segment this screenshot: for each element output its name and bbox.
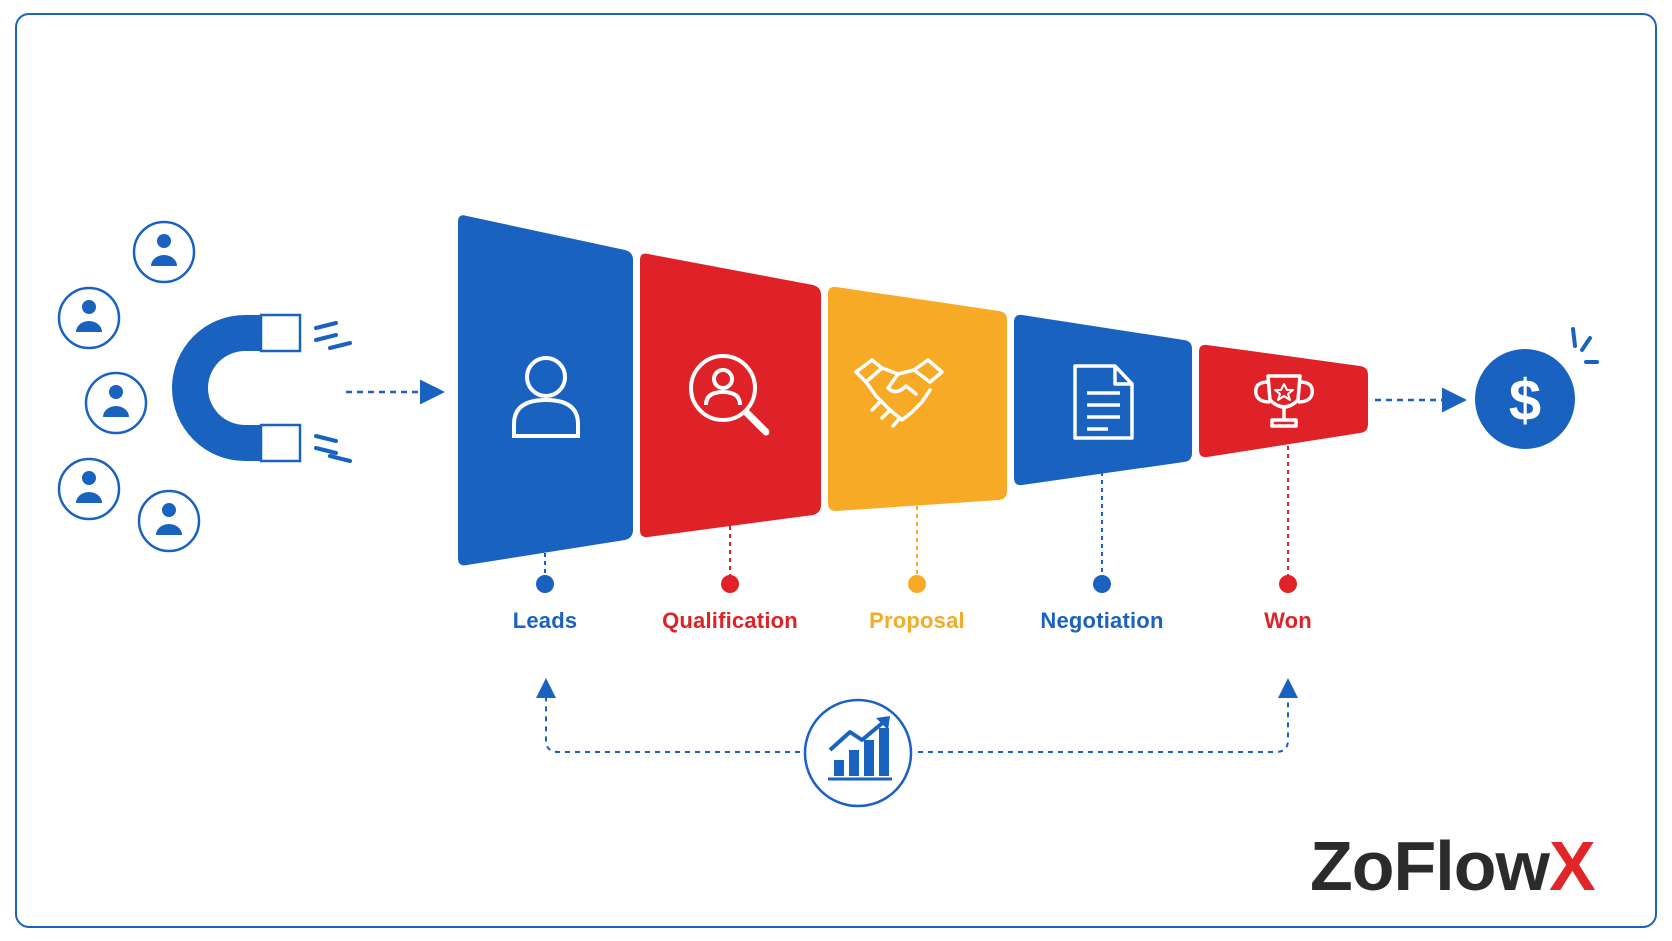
stage-connector [544, 446, 1289, 580]
prospect-person-icon [132, 220, 196, 284]
stage-label-negotiation: Negotiation [1040, 608, 1164, 633]
handshake-icon [854, 358, 944, 428]
feedback-loop-left [536, 678, 800, 753]
prospect-person-icon [57, 457, 121, 521]
stage-dot [721, 575, 739, 593]
stage-dot [536, 575, 554, 593]
funnel-stage-qualification [640, 253, 821, 538]
stage-dot [1279, 575, 1297, 593]
prospect-person-icon [57, 286, 121, 350]
logo-accent: X [1548, 827, 1596, 905]
stage-dot [1093, 575, 1111, 593]
prospect-person-icon [137, 489, 201, 553]
document-icon [1073, 364, 1134, 440]
magnet-icon [172, 313, 352, 463]
prospect-person-icon [84, 371, 148, 435]
funnel-stage-leads [458, 215, 633, 566]
user-search-icon [689, 354, 770, 436]
funnel-stage-won [1199, 344, 1368, 458]
dollar-icon: $ [1475, 327, 1599, 449]
feedback-loop-right [918, 678, 1298, 753]
stage-label-qualification: Qualification [662, 608, 798, 633]
stage-dot [908, 575, 926, 593]
stage-label-leads: Leads [512, 608, 578, 633]
brand-logo: ZoFlowX [1310, 826, 1596, 906]
funnel-stage-negotiation [1014, 314, 1192, 486]
growth-chart-icon [803, 698, 913, 808]
funnel-stage-proposal [828, 286, 1007, 511]
logo-text: ZoFlow [1310, 827, 1550, 905]
stage-label-won: Won [1264, 608, 1312, 633]
stage-label-proposal: Proposal [869, 608, 965, 633]
trophy-icon [1254, 374, 1314, 428]
person-icon [512, 356, 580, 438]
svg-text:$: $ [1509, 368, 1541, 433]
